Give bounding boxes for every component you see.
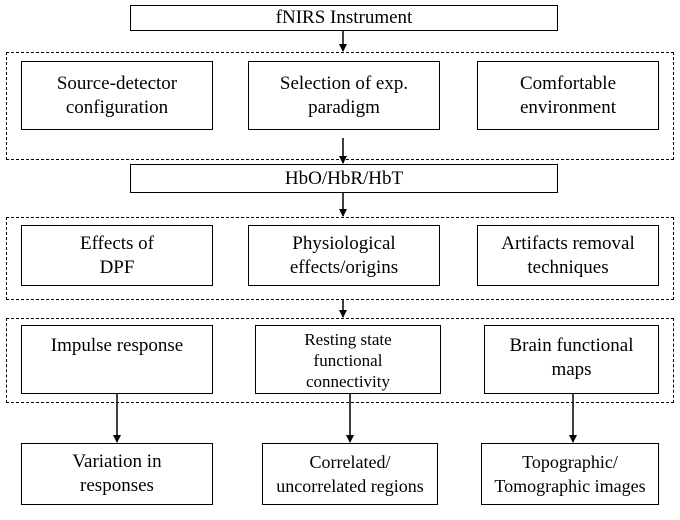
group-signal-factors <box>6 217 674 300</box>
physiological-box: Physiological effects/origins <box>248 225 440 286</box>
instrument-box: fNIRS Instrument <box>130 5 558 31</box>
signals-box: HbO/HbR/HbT <box>130 164 558 193</box>
artifacts-box: Artifacts removal techniques <box>477 225 659 286</box>
correlated-label: Correlated/ uncorrelated regions <box>276 452 424 496</box>
exp-paradigm-label: Selection of exp. paradigm <box>279 72 409 118</box>
instrument-label: fNIRS Instrument <box>275 7 413 28</box>
topographic-label: Topographic/ Tomographic images <box>494 452 646 496</box>
topographic-box: Topographic/ Tomographic images <box>481 443 659 505</box>
brain-maps-label: Brain functional maps <box>509 335 634 380</box>
variation-label: Variation in responses <box>72 451 162 496</box>
dpf-box: Effects of DPF <box>21 225 213 286</box>
resting-state-box: Resting state functional connectivity <box>255 325 441 394</box>
variation-box: Variation in responses <box>21 443 213 505</box>
group-analysis <box>6 318 674 403</box>
signals-label: HbO/HbR/HbT <box>284 167 404 189</box>
artifacts-label: Artifacts removal techniques <box>501 232 635 278</box>
impulse-response-label: Impulse response <box>50 335 184 356</box>
impulse-response-box: Impulse response <box>21 325 213 394</box>
comfortable-env-box: Comfortable environment <box>477 61 659 130</box>
dpf-label: Effects of DPF <box>79 232 155 278</box>
brain-maps-box: Brain functional maps <box>484 325 659 394</box>
source-detector-label: Source-detector configuration <box>56 72 178 118</box>
physiological-label: Physiological effects/origins <box>289 232 399 278</box>
comfortable-env-label: Comfortable environment <box>519 72 617 118</box>
exp-paradigm-box: Selection of exp. paradigm <box>248 61 440 130</box>
resting-state-label: Resting state functional connectivity <box>304 330 392 391</box>
source-detector-box: Source-detector configuration <box>21 61 213 130</box>
correlated-box: Correlated/ uncorrelated regions <box>262 443 438 505</box>
